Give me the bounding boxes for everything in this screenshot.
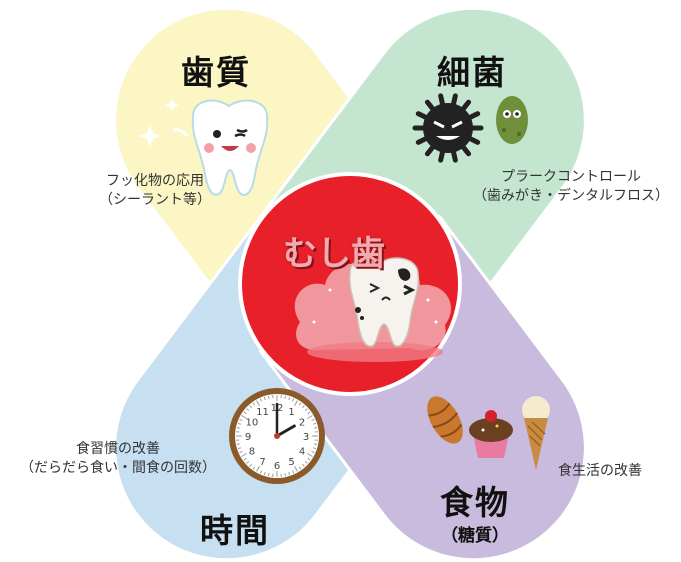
germ-spike [424,142,437,157]
clock-number: 5 [288,457,294,468]
clock-tick [314,443,318,446]
clock-tick [304,408,308,411]
germ-spike [450,93,458,110]
clock-tick [243,411,247,415]
clock-tick [246,408,250,411]
clock-tick [237,447,242,450]
clock-tick [236,426,240,429]
clock-tick [263,471,266,476]
germ-spike [438,146,446,163]
germ-icon [412,93,528,163]
enamel-note-line-1: フッ化物の応用 [106,173,204,189]
clock-tick [307,411,311,415]
clock-tick [291,398,295,402]
clock-tick [259,470,263,474]
germ-spike [415,135,431,145]
food-note: 食生活の改善 [532,462,668,481]
enamel-note: フッ化物の応用 （シーラント等） [40,172,270,210]
clock-tick [263,396,266,401]
germ-spike [415,111,431,121]
clock-tick [291,470,295,474]
clock-tick [252,402,256,406]
bacteria-title: 細菌 [437,53,507,92]
sparkle-icon [139,98,179,147]
clock-icon: 121234567891011 [229,388,325,484]
clock-tick [302,463,305,467]
time-note: 食習慣の改善 （だらだら食い・間食の回数） [2,440,234,478]
clock-tick [237,422,242,425]
clock-tick [256,400,260,406]
food-subtitle: （糖質） [441,526,509,546]
bacteria-note-line-1: プラークコントロール [501,169,641,185]
germ-spike [459,99,472,114]
time-note-line-1: 食習慣の改善 [76,441,160,457]
clock-tick [311,418,315,422]
clock-tick [307,415,313,419]
food-title: 食物 [440,483,510,522]
decayed-tooth-icon [348,257,420,347]
clock-tick [267,473,270,477]
germ-spike [465,135,481,145]
clock-tick [239,418,243,422]
clock-number: 11 [256,407,269,418]
clock-tick [249,463,252,467]
clock-tick [294,466,298,472]
food-note-line-1: 食生活の改善 [558,463,642,479]
clock-number: 4 [299,447,305,458]
clock-tick [288,471,291,476]
clock-tick [294,400,298,406]
croissant-icon [427,396,463,444]
clock-number: 6 [274,461,280,472]
clock-tick [288,396,291,401]
clock-tick [256,466,260,472]
germ-spike [465,111,481,121]
time-title: 時間 [200,511,270,550]
clock-number: 8 [249,447,255,458]
clock-tick [307,453,313,457]
germ-spike [424,99,437,114]
clock-tick [284,473,287,477]
bacteria-note-line-2: （歯みがき・デンタルフロス） [473,188,669,204]
clock-tick [307,457,311,461]
clock-tick [298,466,302,470]
clock-tick [312,447,317,450]
bacteria-note: プラークコントロール （歯みがき・デンタルフロス） [462,168,680,206]
clock-tick [249,405,252,409]
clock-tick [284,395,287,399]
clock-tick [246,461,250,464]
clock-tick [298,402,302,406]
clock-number: 3 [303,432,309,443]
clock-tick [312,422,317,425]
clock-number: 2 [299,418,305,429]
clock-number: 7 [259,457,265,468]
clock-tick [241,415,247,419]
ice-cream-icon [522,396,550,470]
germ-spike [450,146,458,163]
clock-tick [259,398,263,402]
center-title: むし歯 [283,234,385,274]
clock-number: 9 [245,432,251,443]
sparkle-icon [312,288,438,324]
time-note-line-2: （だらだら食い・間食の回数） [20,460,216,476]
cupcake-icon [469,410,513,458]
happy-tooth-icon [172,99,269,196]
clock-tick [252,466,256,470]
clock-tick [243,457,247,461]
clock-tick [302,405,305,409]
clock-tick [267,395,270,399]
germ-spike [438,93,446,110]
clock-tick [311,450,315,454]
enamel-title: 歯質 [181,53,251,92]
clock-tick [314,426,318,429]
clock-tick [241,453,247,457]
clock-tick [239,450,243,454]
clock-number: 1 [288,407,294,418]
clock-tick [304,461,308,464]
clock-tick [236,443,240,446]
germ-spike [459,142,472,157]
enamel-note-line-2: （シーラント等） [99,192,211,208]
clock-number: 10 [246,418,259,429]
